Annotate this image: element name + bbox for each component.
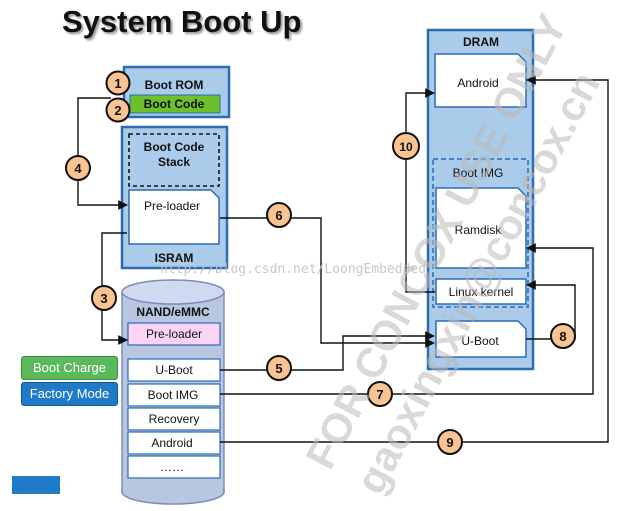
dram-ramdisk-label: Ramdisk [455, 223, 503, 237]
step-9: 9 [437, 429, 463, 455]
step-6: 6 [266, 202, 292, 228]
boot-rom-label: Boot ROM [145, 78, 204, 92]
boot-code-stack-line-1: Boot Code [144, 140, 205, 154]
nand-partition-preloader [127, 322, 221, 346]
nand-partition-bootimg [127, 383, 221, 407]
footer-bar [12, 476, 60, 494]
step-1-label: 1 [114, 76, 121, 91]
dram-kernel-label: Linux kernel [449, 285, 514, 299]
step-5-label: 5 [275, 361, 282, 376]
step-4-label: 4 [74, 161, 82, 176]
step-4: 4 [65, 155, 91, 181]
dram-kernel-box [435, 278, 527, 305]
dram-uboot-box [435, 320, 527, 358]
boot-code-label: Boot Code [144, 97, 205, 111]
nand-partition-preloader-label: Pre-loader [146, 327, 202, 341]
dram-label: DRAM [463, 35, 499, 49]
nand-partition-android [127, 431, 221, 455]
watermark-url: http://blog.csdn.net/LoongEmbedded [160, 262, 426, 277]
nand-partition-more [127, 455, 221, 479]
step-8: 8 [550, 323, 576, 349]
factory-mode-button[interactable]: Factory Mode [21, 382, 118, 406]
arrow-step-10 [405, 88, 435, 293]
dram-ramdisk-box [435, 187, 527, 269]
nand-partition-more-label: …… [160, 460, 184, 474]
boot-code-stack-line-2: Stack [158, 155, 190, 169]
step-6-label: 6 [275, 208, 282, 223]
step-10: 10 [392, 132, 420, 160]
step-7: 7 [367, 381, 393, 407]
isram-label: ISRAM [155, 251, 194, 265]
boot-code-box [129, 94, 221, 114]
nand-label: NAND/eMMC [136, 305, 210, 319]
step-8-label: 8 [559, 329, 566, 344]
nand-partition-android-label: Android [151, 436, 192, 450]
step-9-label: 9 [446, 435, 453, 450]
arrow-step-7 [220, 243, 594, 395]
step-7-label: 7 [376, 387, 383, 402]
step-5: 5 [266, 355, 292, 381]
step-3: 3 [91, 285, 117, 311]
boot-code-stack-box [128, 133, 220, 187]
page-title: System Boot Up [62, 4, 302, 39]
isram-preloader-label: Pre-loader [144, 199, 200, 213]
arrow-step-4 [77, 97, 128, 210]
nand-partition-uboot-label: U-Boot [155, 363, 193, 377]
nand-cylinder-top [121, 279, 225, 305]
step-3-label: 3 [100, 291, 107, 306]
nand-partition-recovery-label: Recovery [149, 412, 200, 426]
step-1: 1 [105, 70, 131, 96]
step-2-label: 2 [114, 103, 121, 118]
nand-partition-bootimg-label: Boot IMG [148, 388, 199, 402]
dram-uboot-label: U-Boot [461, 334, 499, 348]
dram-android-box [434, 53, 527, 108]
dram-bootimg-label: Boot IMG [453, 166, 504, 180]
boot-charge-button[interactable]: Boot Charge [21, 356, 118, 380]
step-10-label: 10 [399, 140, 413, 154]
arrow-step-9 [220, 75, 609, 443]
nand-partition-recovery [127, 407, 221, 431]
dram-android-label: Android [457, 76, 498, 90]
isram-preloader-box [128, 189, 220, 245]
step-2: 2 [105, 97, 131, 123]
